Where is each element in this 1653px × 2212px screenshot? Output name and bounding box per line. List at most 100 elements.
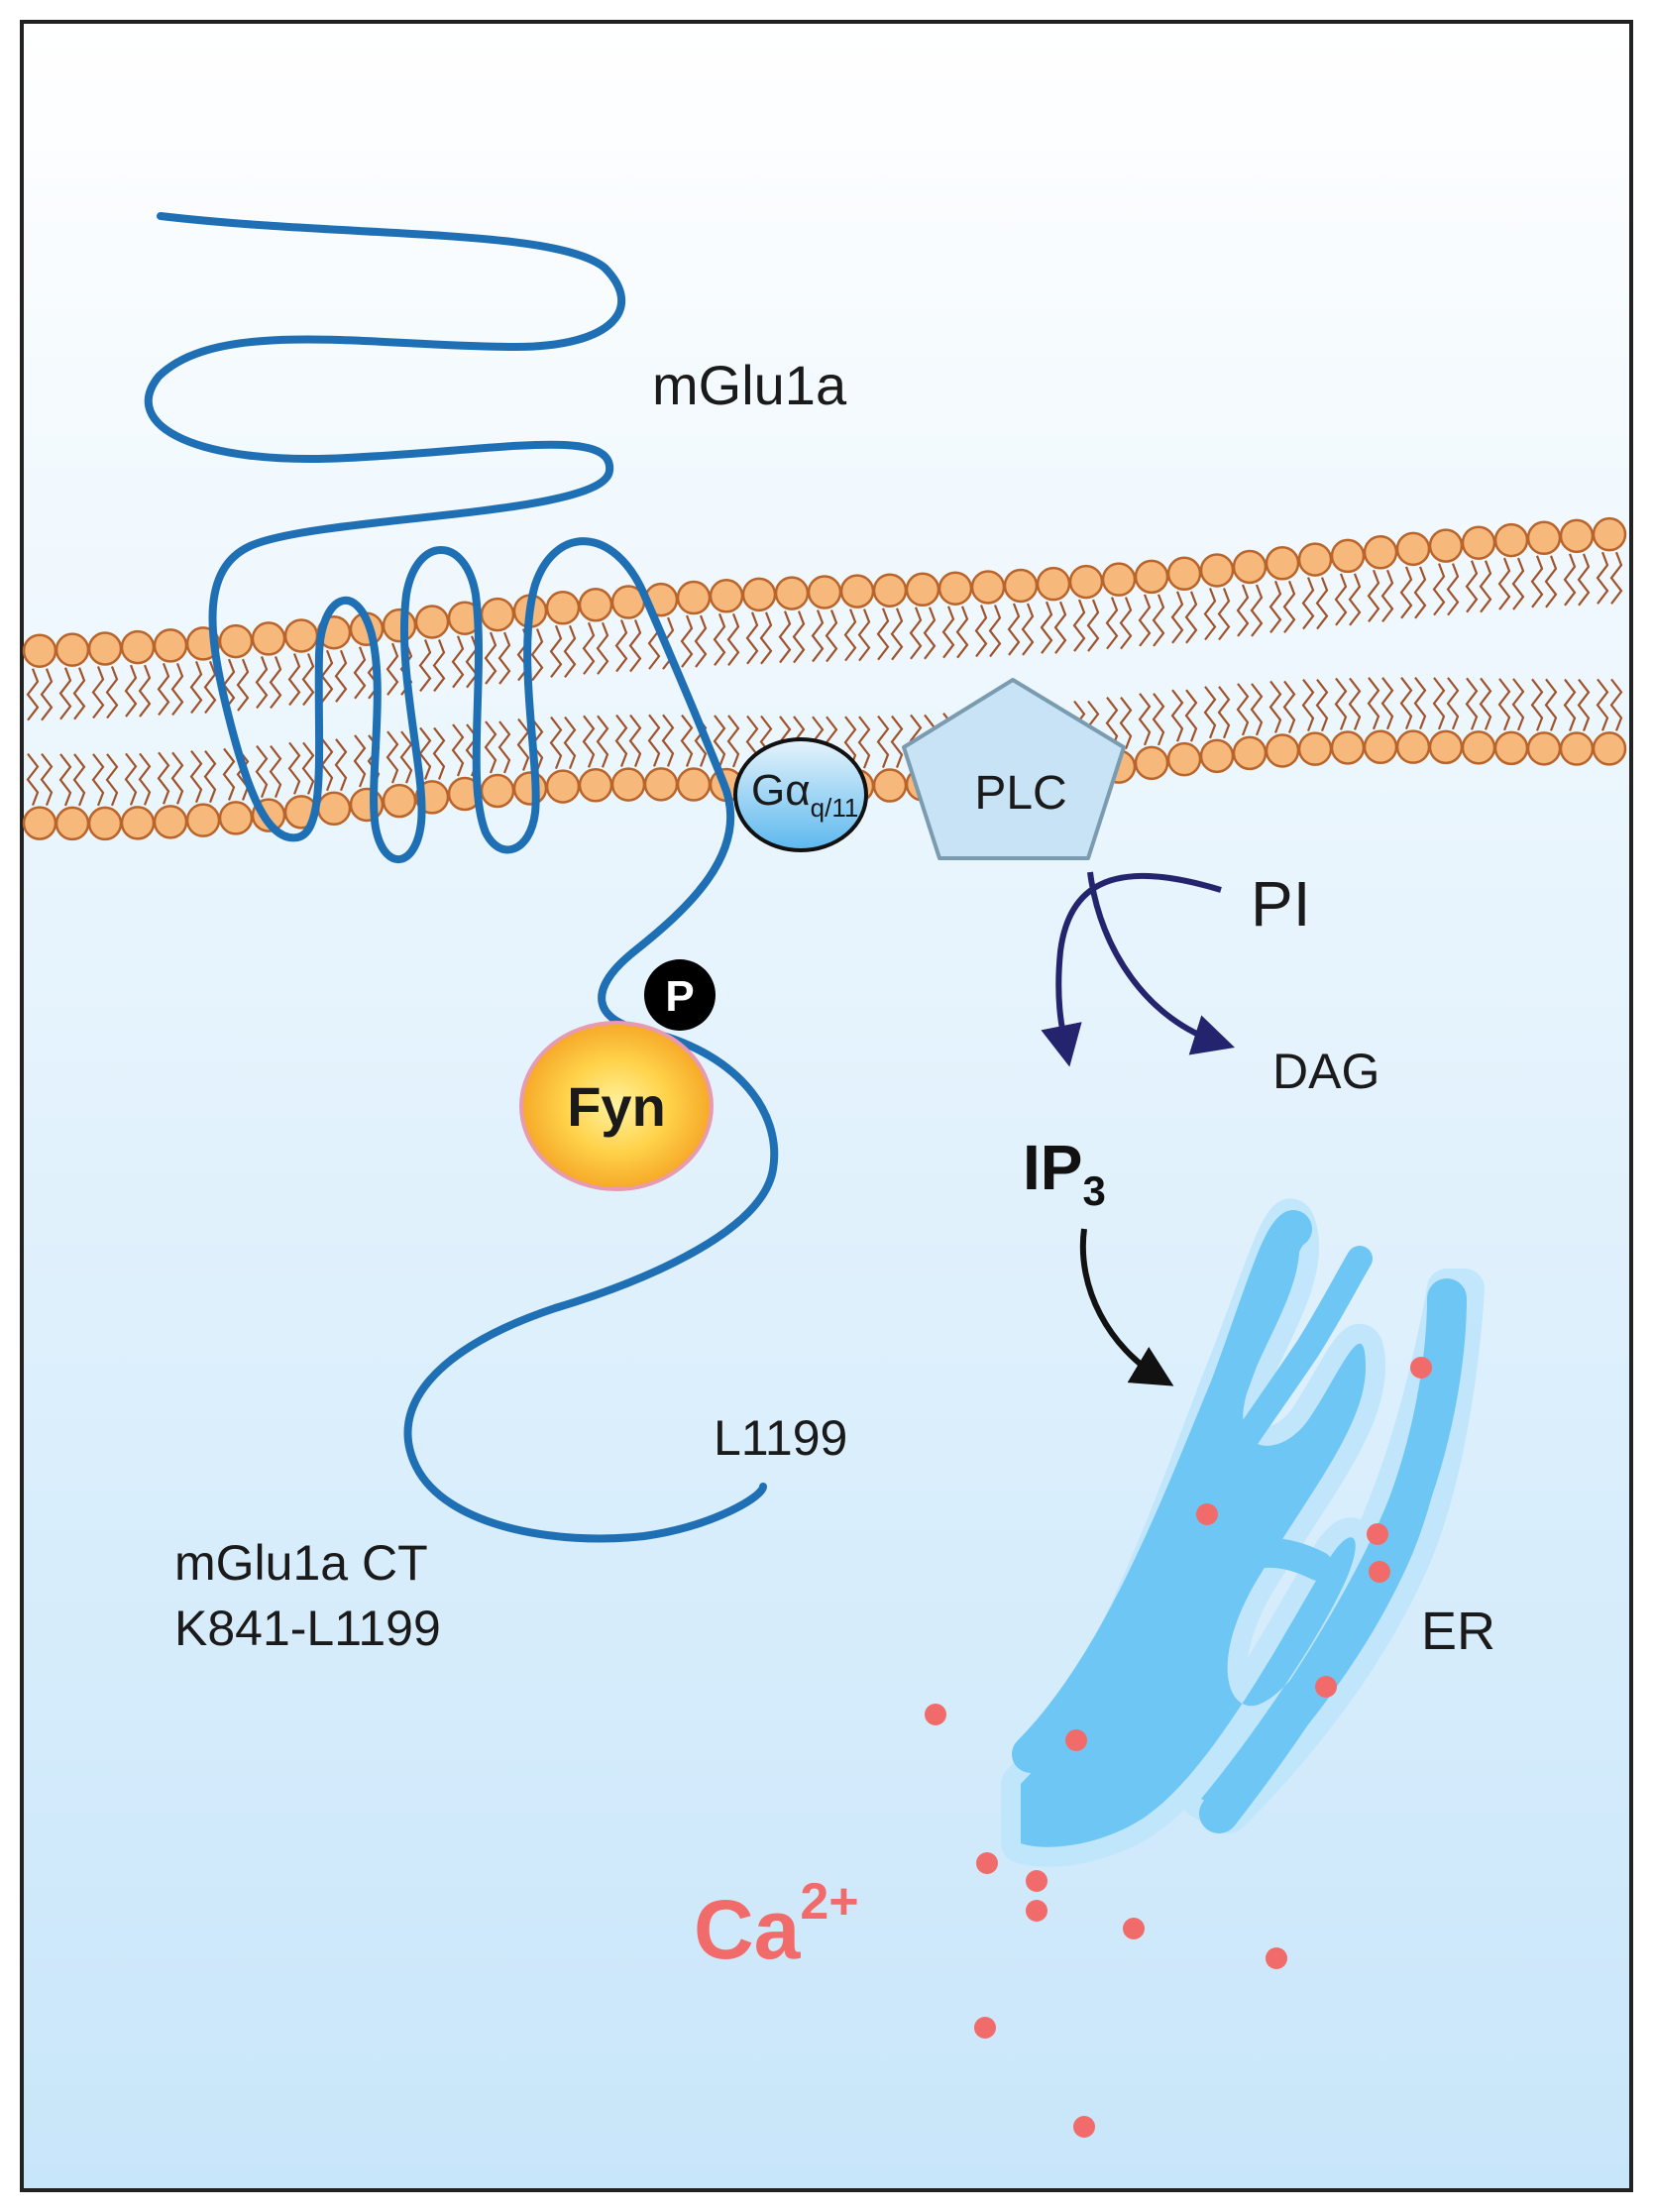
lipid-tail	[1072, 599, 1086, 652]
lipid-tail	[1577, 678, 1591, 731]
frame-border	[20, 20, 1633, 2192]
lipid-head	[1592, 516, 1627, 552]
lipid-tail	[549, 624, 563, 678]
lipid-tail	[988, 605, 1002, 658]
lipid-tail	[138, 752, 152, 806]
lipid-tail	[91, 666, 105, 719]
lipid-tail	[909, 607, 923, 660]
lipid-tail	[1511, 678, 1525, 731]
lipid-head	[578, 588, 613, 622]
lipid-tail	[1040, 601, 1053, 654]
pi-label: PI	[1251, 868, 1310, 940]
pi-to-dag-arrow	[1087, 871, 1236, 1055]
lipid-head	[55, 806, 90, 841]
lipid-tail	[269, 744, 282, 799]
lipid-tail	[596, 621, 609, 675]
lipid-head	[1265, 733, 1300, 768]
lipid-head	[1395, 531, 1431, 567]
lipid-tail	[1446, 563, 1460, 616]
er-bridge	[1194, 1537, 1333, 1601]
lipid-tail	[628, 619, 642, 673]
lipid-head	[218, 801, 254, 835]
lipid-head	[120, 629, 156, 665]
lipid-tail	[157, 751, 170, 805]
lipid-tail	[792, 610, 806, 664]
lipid-tail	[1596, 551, 1609, 605]
ip3-to-er-arrow	[1079, 1228, 1174, 1386]
lipid-tail	[497, 631, 511, 685]
lipid-tail	[1497, 678, 1511, 731]
lipid-tail	[484, 720, 497, 774]
lipid-head	[545, 769, 581, 804]
calcium-ion-dot	[1369, 1561, 1390, 1583]
lipid-tail	[1413, 566, 1427, 619]
lipid-head	[1232, 735, 1267, 771]
lipid-tail	[726, 612, 740, 666]
lipid-tail	[497, 720, 511, 774]
lipid-head	[545, 591, 581, 625]
lipid-tail	[255, 744, 269, 799]
lipid-tail	[1497, 557, 1511, 610]
lipid-tail	[726, 715, 740, 768]
lipid-head	[1166, 741, 1202, 777]
lipid-tail	[157, 663, 170, 717]
lipid-tail	[287, 653, 301, 707]
lipid-head	[316, 791, 352, 827]
lipid-head	[774, 576, 810, 610]
lipid-tail	[1007, 603, 1021, 656]
lipid-tail	[1250, 584, 1264, 637]
phosphorylation-marker	[644, 959, 716, 1031]
lipid-head	[414, 605, 450, 639]
calcium-ion-dot	[1410, 1357, 1432, 1379]
lipid-tail	[1152, 594, 1165, 647]
lipid-head	[1265, 546, 1300, 581]
lipid-head	[251, 621, 286, 656]
lipid-tail	[713, 715, 726, 768]
lipid-tail	[759, 611, 773, 665]
lipid-head	[1101, 562, 1137, 597]
lipid-tail	[236, 747, 250, 801]
lipid-tail	[955, 606, 969, 659]
lipid-tail	[1609, 678, 1623, 731]
lipid-tail	[1380, 677, 1394, 730]
lipid-tail	[484, 631, 497, 685]
lipid-tail	[301, 741, 315, 795]
lipid-tail	[1577, 553, 1591, 607]
lipid-tail	[105, 666, 119, 719]
lipid-tail	[1119, 597, 1133, 650]
lipid-head	[1330, 730, 1366, 765]
lipid-tail	[451, 723, 465, 777]
lipid-tail	[222, 747, 236, 801]
lipid-tail	[1138, 693, 1152, 746]
lipid-tail	[1021, 603, 1035, 656]
er-label: ER	[1421, 1602, 1495, 1661]
lipid-tail	[170, 663, 184, 717]
lipid-head	[807, 575, 842, 609]
lipid-tail	[1301, 577, 1315, 630]
lipid-tail	[1380, 569, 1394, 622]
lipid-head	[1134, 745, 1169, 781]
lipid-tail	[516, 718, 530, 771]
lipid-tail	[1465, 677, 1479, 730]
lipid-tail	[1446, 677, 1460, 730]
plc-enzyme	[902, 678, 1126, 860]
lipid-tail	[1217, 588, 1231, 641]
lipid-tail	[530, 628, 544, 682]
lipid-tail	[58, 667, 72, 720]
lipid-head	[1330, 538, 1366, 574]
lipid-head	[1428, 528, 1464, 563]
lipid-head	[87, 631, 123, 666]
lipid-head	[1493, 522, 1529, 558]
lipid-tail	[1086, 599, 1100, 652]
lipid-head	[970, 570, 1006, 605]
lipid-tail	[353, 734, 367, 788]
lipid-tail	[563, 716, 577, 769]
lipid-head	[480, 597, 515, 632]
lipid-tail	[255, 656, 269, 710]
lipid-tail	[843, 608, 857, 662]
mglu1a-label: mGlu1a	[652, 354, 847, 416]
lipid-head	[709, 579, 744, 613]
lipid-head	[1428, 729, 1464, 765]
lipid-tail	[680, 714, 694, 767]
